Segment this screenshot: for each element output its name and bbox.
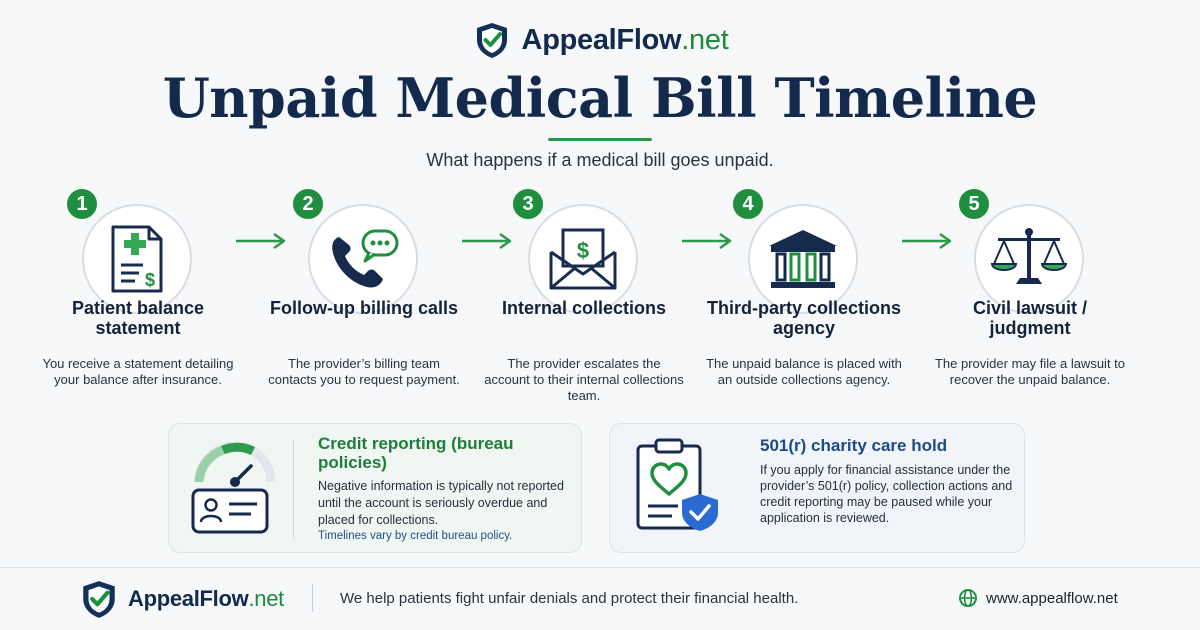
step-description: The unpaid balance is placed with an out… [706, 356, 902, 387]
step-icon-circle [308, 204, 418, 314]
card-divider [293, 440, 294, 538]
scales-icon [990, 228, 1068, 284]
shield-check-icon [476, 23, 507, 58]
step-description: The provider may file a lawsuit to recov… [934, 356, 1126, 387]
footer-tagline: We help patients fight unfair denials an… [340, 590, 799, 607]
arrow-right-icon [682, 232, 732, 250]
brand-name: AppealFlow.net [128, 586, 284, 611]
card-body: If you apply for financial assistance un… [760, 463, 1013, 525]
step-icon-circle [748, 204, 858, 314]
step-title: Internal collections [501, 298, 667, 318]
step-number: 5 [956, 186, 992, 222]
step-number: 3 [510, 186, 546, 222]
card-note: Timelines vary by credit bureau policy. [318, 530, 513, 542]
step-icon-circle: $ [82, 204, 192, 314]
step-title: Civil lawsuit / judgment [972, 298, 1088, 338]
bank-icon [769, 230, 837, 288]
card-title: Credit reporting (bureau policies) [318, 434, 514, 472]
globe-icon [959, 589, 977, 607]
card-title: 501(r) charity care hold [760, 436, 948, 455]
step-icon-circle: $ [528, 204, 638, 314]
footer-divider-line [0, 567, 1200, 568]
footer-separator [312, 584, 313, 612]
step-number: 2 [290, 186, 326, 222]
phone-chat-icon [332, 229, 399, 288]
footer-brand: AppealFlow.net [78, 578, 284, 620]
page-title: Unpaid Medical Bill Timeline [162, 66, 1038, 130]
website-link[interactable]: www.appealflow.net [986, 589, 1118, 607]
step-icon-circle [974, 204, 1084, 314]
step-description: You receive a statement detailing your b… [42, 356, 234, 387]
credit-gauge-icon [191, 442, 276, 534]
step-number: 4 [730, 186, 766, 222]
step-title: Patient balance statement [71, 298, 205, 338]
step-number: 1 [64, 186, 100, 222]
brand-header: AppealFlow.net [0, 18, 1200, 62]
envelope-dollar-icon: $ [549, 228, 617, 290]
arrow-right-icon [236, 232, 286, 250]
footer-website[interactable]: www.appealflow.net [958, 588, 1118, 608]
svg-text:$: $ [145, 270, 155, 290]
clipboard-shield-icon [636, 438, 718, 531]
brand-name: AppealFlow.net [521, 23, 729, 56]
arrow-right-icon [462, 232, 512, 250]
credit-reporting-card: Credit reporting (bureau policies) Negat… [168, 423, 582, 553]
step-title: Follow-up billing calls [270, 298, 458, 318]
arrow-right-icon [902, 232, 952, 250]
page-subtitle: What happens if a medical bill goes unpa… [426, 150, 774, 170]
step-description: The provider escalates the account to th… [484, 356, 684, 403]
title-underline [548, 138, 652, 141]
step-description: The provider’s billing team contacts you… [268, 356, 460, 387]
svg-text:$: $ [577, 238, 589, 263]
charity-care-card: 501(r) charity care hold If you apply fo… [609, 423, 1025, 553]
statement-icon: $ [111, 225, 163, 293]
step-title: Third-party collections agency [706, 298, 902, 338]
shield-check-icon [83, 581, 115, 618]
card-body: Negative information is typically not re… [318, 479, 564, 527]
